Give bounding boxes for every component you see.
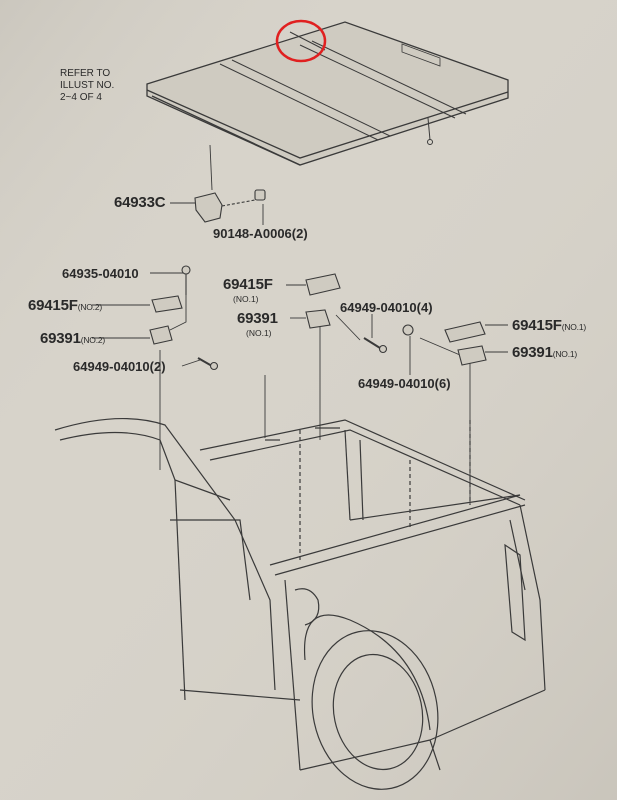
leader-lines [92,144,508,505]
part-variant: (NO.1) [561,322,587,332]
part-number: 69415F [512,317,562,334]
note-line-3: 2~4 OF 4 [60,92,102,103]
part-label-69415f-mid: 69415F [223,276,273,293]
reference-note: REFER TO ILLUST NO. 2~4 OF 4 [60,68,140,104]
part-number: 69391 [40,330,81,347]
part-variant: (NO.1) [552,349,578,359]
part-label-64935: 64935-04010 [62,266,139,281]
note-line-2: ILLUST NO. [60,80,115,91]
part-label-69391-mid: 69391 [237,310,278,327]
highlight-circle [275,19,327,63]
hardware-parts [149,189,487,371]
part-label-64949-mid: 64949-04010(4) [340,300,433,315]
part-number: 69415F [28,297,78,314]
part-label-69415f-left: 69415F(NO.2) [28,298,102,313]
part-label-90148: 90148-A0006(2) [213,226,308,241]
part-number: 69391 [512,344,553,361]
part-label-64949-bottom: 64949-04010(6) [358,376,451,391]
part-label-69391-left: 69391(NO.2) [40,331,105,346]
part-label-69415f-right: 69415F(NO.1) [512,318,586,333]
part-label-64949-left: 64949-04010(2) [73,359,166,374]
part-label-69415f-mid-variant: (NO.1) [233,294,259,304]
part-variant: (NO.2) [77,302,103,312]
truck-body [54,417,546,790]
tonneau-cover [146,21,509,166]
part-label-64933c: 64933C [114,194,166,211]
part-variant: (NO.2) [80,335,106,345]
part-label-69391-right: 69391(NO.1) [512,345,577,360]
part-label-69391-mid-variant: (NO.1) [246,328,272,338]
note-line-1: REFER TO [60,68,111,79]
